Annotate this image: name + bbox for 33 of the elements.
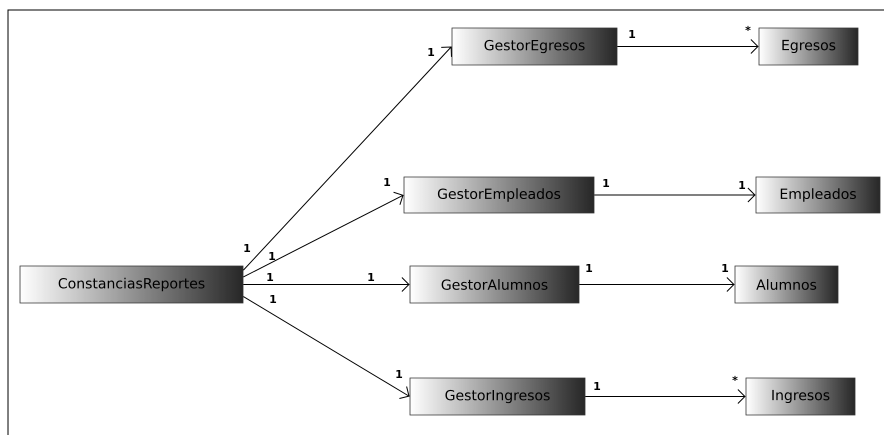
association-arrow — [242, 192, 404, 278]
multiplicity-label: 1 — [722, 264, 728, 272]
multiplicity-label: 1 — [586, 264, 592, 272]
association-arrow — [616, 39, 759, 54]
association-arrow — [584, 389, 746, 404]
class-box: GestorEgresos — [452, 28, 618, 66]
multiplicity-label: * — [732, 376, 738, 382]
multiplicity-label: 1 — [428, 48, 434, 56]
multiplicity-label: 1 — [603, 179, 610, 187]
multiplicity-label: 1 — [384, 178, 390, 186]
multiplicity-label: 1 — [629, 30, 636, 38]
multiplicity-label: 1 — [368, 272, 374, 281]
class-box: Alumnos — [734, 266, 838, 304]
multiplicity-label: 1 — [244, 244, 250, 252]
multiplicity-label: 1 — [739, 181, 746, 189]
multiplicity-label: 1 — [267, 272, 274, 281]
class-box: Ingresos — [746, 378, 856, 416]
class-box: GestorEmpleados — [404, 176, 594, 214]
association-arrow — [242, 296, 410, 400]
multiplicity-label: 1 — [396, 370, 402, 378]
class-box: Empleados — [756, 176, 880, 214]
association-arrow — [242, 277, 410, 292]
multiplicity-label: 1 — [269, 252, 276, 260]
multiplicity-label: 1 — [594, 382, 600, 390]
class-box: GestorAlumnos — [410, 266, 580, 304]
class-box: ConstanciasReportes — [20, 266, 244, 304]
association-arrow — [594, 188, 756, 202]
class-box: GestorIngresos — [410, 378, 586, 416]
class-box: Egresos — [758, 28, 858, 66]
association-arrow — [578, 277, 735, 292]
multiplicity-label: * — [745, 26, 751, 32]
multiplicity-label: 1 — [270, 294, 276, 303]
association-arrow — [242, 46, 452, 271]
